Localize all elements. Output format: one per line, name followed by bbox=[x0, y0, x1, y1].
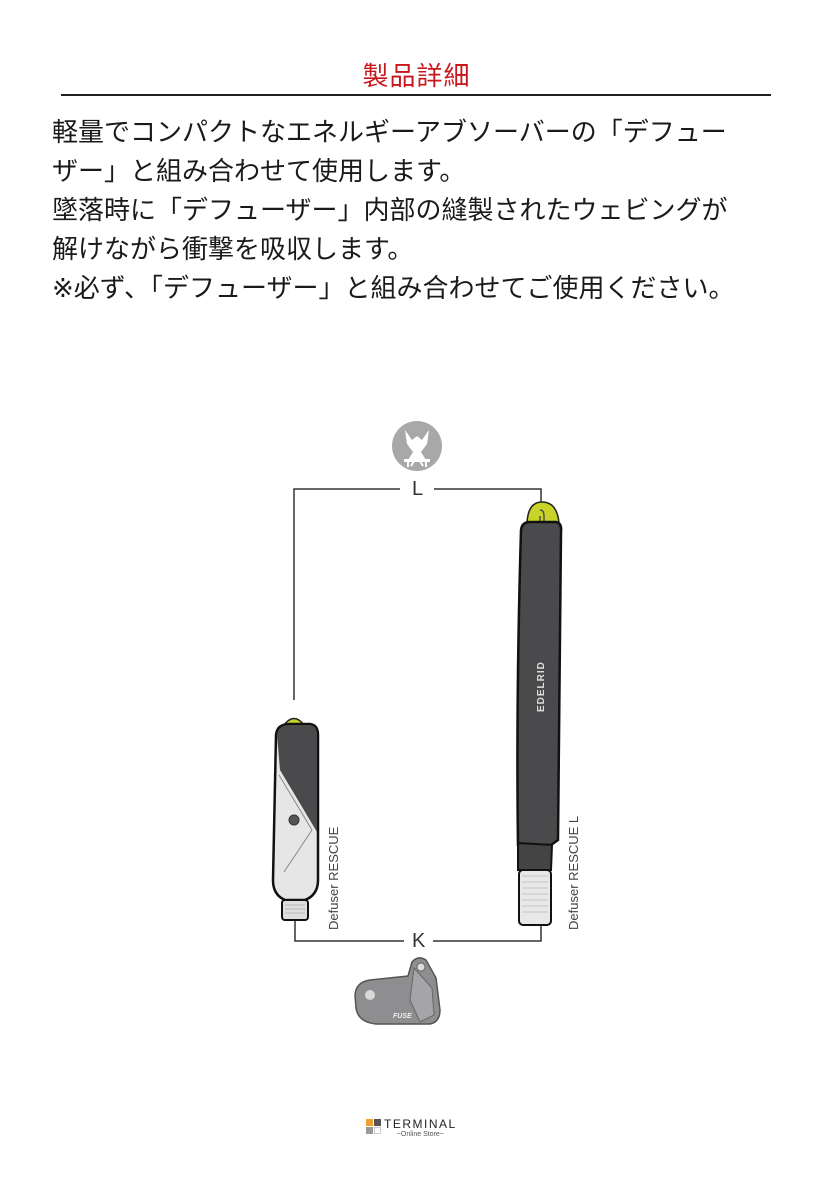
logo-mark-icon bbox=[366, 1119, 381, 1134]
belay-device-illustration: FUSE bbox=[354, 957, 441, 1025]
dimension-line-k bbox=[294, 920, 542, 942]
description-line: 解けながら衝撃を吸収します。 bbox=[52, 235, 414, 265]
product-description: 軽量でコンパクトなエネルギーアブソーバーの「デフュー ザー」と組み合わせて使用し… bbox=[52, 114, 812, 309]
section-heading: 製品詳細 bbox=[362, 62, 471, 92]
product-label-defuser-rescue-l: Defuser RESCUE L bbox=[566, 815, 581, 930]
defuser-rescue-l-illustration: EDELRID bbox=[516, 501, 563, 926]
dimension-label-k: K bbox=[408, 931, 430, 951]
logo-wordmark: TERMINAL bbox=[384, 1117, 457, 1131]
description-line: 墜落時に「デフューザー」内部の縫製されたウェビングが bbox=[52, 196, 728, 226]
description-line: ※必ず、「デフューザー」と組み合わせてご使用ください。 bbox=[52, 274, 735, 304]
product-label-defuser-rescue: Defuser RESCUE bbox=[326, 826, 341, 930]
store-logo: TERMINAL ~Online Store~ bbox=[366, 1118, 457, 1138]
svg-text:FUSE: FUSE bbox=[393, 1013, 412, 1020]
logo-tagline: ~Online Store~ bbox=[396, 1131, 444, 1138]
heading-divider bbox=[61, 94, 771, 96]
dimension-label-l: L bbox=[408, 479, 428, 499]
defuser-rescue-illustration bbox=[271, 717, 320, 921]
description-line: ザー」と組み合わせて使用します。 bbox=[52, 157, 466, 187]
dimension-line-l bbox=[293, 488, 542, 700]
description-line: 軽量でコンパクトなエネルギーアブソーバーの「デフュー bbox=[52, 118, 727, 148]
svg-text:EDELRID: EDELRID bbox=[536, 661, 547, 712]
harness-icon bbox=[392, 421, 442, 471]
